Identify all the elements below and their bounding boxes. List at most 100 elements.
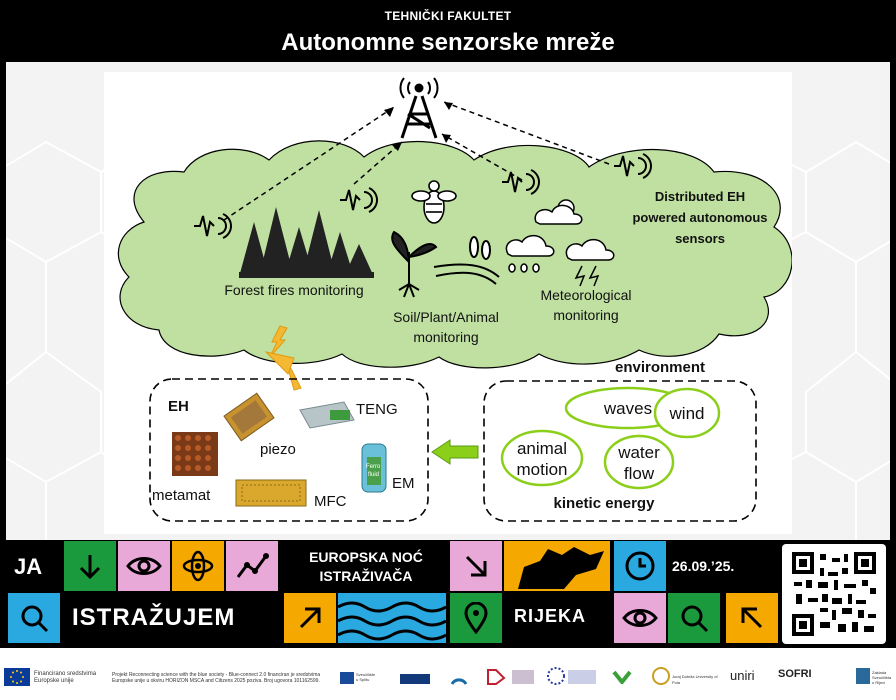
- distributed-label-3: sensors: [675, 231, 725, 246]
- lightning-arrow-icon: [264, 325, 302, 391]
- partner-logo-icon: [400, 674, 430, 684]
- piezo-device: [223, 392, 275, 442]
- eye-tile-2: [614, 593, 666, 643]
- arrow-heads: [384, 102, 453, 151]
- event-banner: JA EUROPSKA NOĆ ISTRAŽIVAČA 26.09.’25. I…: [0, 540, 896, 648]
- arrow-up-left-icon: [741, 607, 763, 629]
- atom-icon: [182, 550, 214, 582]
- search-tile: [8, 593, 60, 643]
- left-border: [0, 62, 6, 540]
- clock-icon: [625, 551, 655, 581]
- signal-icon: [614, 153, 652, 179]
- dashed-links: [223, 101, 610, 221]
- mfc-device: [235, 479, 307, 507]
- qr-code[interactable]: [782, 544, 886, 644]
- meteo-label-1: Meteorological: [540, 287, 631, 303]
- zaklada-logo-icon: [856, 668, 870, 684]
- wind-label: wind: [669, 404, 705, 423]
- partner-logo-icon: [512, 670, 534, 684]
- soil-label-1: Soil/Plant/Animal: [393, 309, 499, 325]
- qr-code-icon: [792, 552, 876, 636]
- kinetic-energy-label: kinetic energy: [554, 495, 656, 512]
- arrow-up-right-icon: [299, 607, 321, 629]
- atom-tile: [172, 541, 224, 591]
- energy-ovals: [500, 386, 721, 490]
- teng-label: TENG: [356, 401, 398, 418]
- sun-cloud-icon: [534, 199, 583, 225]
- map-tile: [504, 541, 610, 591]
- arrow-down-right-icon: [465, 555, 487, 577]
- forest-label: Forest fires monitoring: [224, 282, 363, 298]
- eye-tile: [118, 541, 170, 591]
- piezo-label: piezo: [260, 441, 296, 458]
- page-title: Autonomne senzorske mreže: [281, 29, 615, 56]
- em-device: Ferro fluid: [361, 443, 387, 493]
- split-text-1: Sveučilište: [356, 672, 376, 677]
- arrow-down-right-tile: [450, 541, 502, 591]
- sensor-network-diagram: Distributed EH powered autonomous sensor…: [117, 77, 793, 522]
- partner-logo-icon: [547, 667, 565, 685]
- city-label: RIJEKA: [514, 606, 587, 626]
- location-tile: [450, 593, 502, 643]
- figure-panel: Distributed EH powered autonomous sensor…: [104, 72, 793, 534]
- event-line-1: EUROPSKA NOĆ: [309, 549, 423, 565]
- arrow-down-icon: [79, 555, 101, 580]
- zaklada-text-2: Sveučilišta: [872, 675, 892, 680]
- right-border: [890, 62, 896, 540]
- cloud-rain-icon: [505, 234, 615, 287]
- uniri-logo: uniri: [730, 668, 755, 683]
- project-text-1: Projekt Reconnecting science with the bl…: [112, 672, 321, 678]
- waves-label: waves: [603, 399, 652, 418]
- partner-logo-icon: [568, 670, 596, 684]
- arrow-down-tile: [64, 541, 116, 591]
- em-label: EM: [392, 475, 415, 492]
- bee-icon: [411, 180, 457, 224]
- partner-logo-icon: [612, 670, 632, 684]
- ferro-label-1: Ferro: [366, 464, 381, 470]
- split-text-2: u Splitu: [356, 677, 370, 682]
- chart-tile: [226, 541, 278, 591]
- eye-icon: [622, 609, 658, 627]
- water-flow-label-2: flow: [624, 464, 655, 483]
- footer: Financirano sredstvima Europske unije Pr…: [0, 648, 896, 700]
- unipu-text: Juraj Dobrila University of Pula: [672, 674, 718, 685]
- eu-text-1: Financirano sredstvima: [34, 671, 97, 677]
- eu-text-2: Europske unije: [34, 678, 74, 684]
- mfc-label: MFC: [314, 493, 347, 510]
- signal-icon: [194, 213, 232, 239]
- waves-icon: [338, 601, 446, 641]
- search-tile-2: [668, 593, 720, 643]
- arrow-up-right-tile: [284, 593, 336, 643]
- event-line-2: ISTRAŽIVAČA: [319, 568, 413, 584]
- signal-icon: [340, 187, 378, 213]
- region-map-icon: [518, 547, 604, 589]
- eu-flag-icon: [4, 668, 30, 686]
- istrazujem-label: ISTRAŽUJEM: [72, 604, 236, 631]
- soil-label-2: monitoring: [413, 329, 478, 345]
- eh-box: [149, 378, 429, 522]
- header-bar: [0, 0, 896, 62]
- green-arrow-icon: [431, 439, 479, 465]
- signal-icon: [502, 169, 540, 195]
- animal-motion-label-1: animal: [517, 439, 567, 458]
- partner-logo-icon: [450, 678, 468, 685]
- arrow-up-left-tile: [726, 593, 778, 643]
- distributed-label-2: powered autonomous: [632, 210, 767, 225]
- green-cloud: [117, 140, 793, 369]
- partner-logo-icon: [487, 669, 506, 685]
- environment-box: [483, 380, 757, 522]
- ja-label: JA: [14, 554, 43, 579]
- eye-icon: [126, 557, 162, 575]
- sofri-logo: SOFRI: [778, 668, 812, 680]
- teng-device: [299, 401, 355, 429]
- distributed-label-1: Distributed EH: [655, 189, 745, 204]
- search-icon: [21, 605, 49, 633]
- plant-icon: [391, 230, 500, 298]
- split-logo-icon: [340, 672, 354, 684]
- faculty-name: TEHNIČKI FAKULTET: [384, 9, 512, 23]
- metamat-device: [172, 432, 218, 476]
- forest-icon: [239, 207, 374, 278]
- water-flow-label-1: water: [617, 443, 660, 462]
- waves-tile: [338, 593, 446, 643]
- chart-line-icon: [236, 553, 269, 578]
